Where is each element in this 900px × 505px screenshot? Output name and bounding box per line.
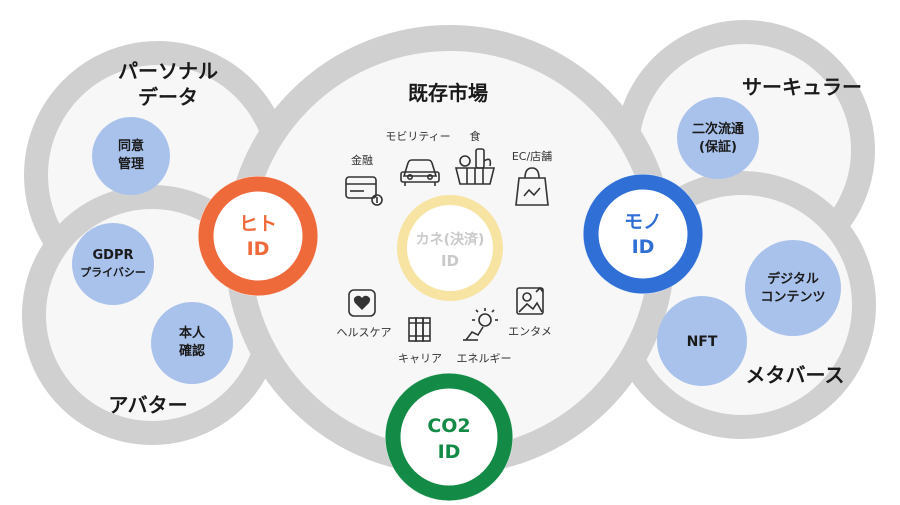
hito-id-line1: ヒト <box>239 213 277 235</box>
market-food: 食 <box>454 129 496 185</box>
bubble-digital-content: デジタル コンテンツ <box>745 240 841 336</box>
mobility-label: モビリティー <box>385 130 450 143</box>
healthcare-label: ヘルスケア <box>337 326 392 339</box>
ec-store-label: EC/店舗 <box>512 149 552 163</box>
bubble-consent-line1: 同意 <box>118 138 144 154</box>
market-mobility: モビリティー <box>385 130 451 186</box>
bubble-identity-line1: 本人 <box>179 325 206 341</box>
car-icon <box>400 159 440 186</box>
food-label: 食 <box>470 129 481 143</box>
bubble-gdpr: GDPR プライバシー <box>72 223 154 305</box>
circular-title: サーキュラー <box>742 75 862 99</box>
kane-id-line2: ID <box>441 252 459 270</box>
mono-id-line1: モノ <box>624 211 662 233</box>
personal-data-title-2: データ <box>138 85 198 109</box>
bubble-identity: 本人 確認 <box>151 302 233 384</box>
market-entertainment: エンタメ <box>508 286 552 338</box>
bubble-digital-content-line1: デジタル <box>767 271 819 287</box>
avatar-title: アバター <box>108 393 187 417</box>
bubble-secondary-line2: (保証) <box>699 139 737 155</box>
hito-id-ring: ヒト ID <box>198 176 318 296</box>
kane-id-ring: カネ(決済) ID <box>397 195 503 301</box>
personal-data-title-1: パーソナル <box>118 59 218 83</box>
kane-id-line1: カネ(決済) <box>416 231 485 248</box>
bubble-nft-label: NFT <box>687 334 718 350</box>
metaverse-title: メタバース <box>746 363 845 387</box>
hito-id-line2: ID <box>247 238 270 260</box>
food-basket-icon <box>454 148 496 185</box>
market-finance: 金融 <box>345 153 383 206</box>
books-icon <box>408 317 431 342</box>
bubble-identity-line2: 確認 <box>179 343 205 359</box>
mono-id-line2: ID <box>632 236 655 258</box>
co2-id-line1: CO2 <box>427 415 470 437</box>
shopping-bag-icon <box>515 167 549 206</box>
entertainment-label: エンタメ <box>508 325 552 338</box>
finance-label: 金融 <box>351 153 373 167</box>
mono-id-ring: モノ ID <box>583 174 703 294</box>
bubble-gdpr-line1: GDPR <box>93 248 134 263</box>
bubble-digital-content-line2: コンテンツ <box>760 290 825 305</box>
bubble-nft: NFT <box>657 296 747 386</box>
bubble-secondary-line1: 二次流通 <box>692 121 744 137</box>
market-healthcare: ヘルスケア <box>337 289 392 339</box>
co2-id-ring: CO2 ID <box>385 373 513 501</box>
bubble-gdpr-line2: プライバシー <box>80 265 146 279</box>
career-label: キャリア <box>398 352 442 365</box>
bubble-secondary: 二次流通 (保証) <box>677 97 759 179</box>
energy-bulb-icon <box>463 308 498 341</box>
bubble-consent: 同意 管理 <box>92 117 170 195</box>
energy-label: エネルギー <box>457 352 512 365</box>
co2-id-line2: ID <box>438 441 461 463</box>
bubble-consent-line2: 管理 <box>118 156 144 172</box>
existing-market-title: 既存市場 <box>408 81 488 105</box>
market-ec-store: EC/店舗 <box>512 149 552 206</box>
credit-card-icon <box>345 176 383 206</box>
market-energy: エネルギー <box>457 308 512 365</box>
heart-watch-icon <box>348 289 376 317</box>
entertainment-icon <box>516 286 544 315</box>
market-career: キャリア <box>398 317 442 365</box>
